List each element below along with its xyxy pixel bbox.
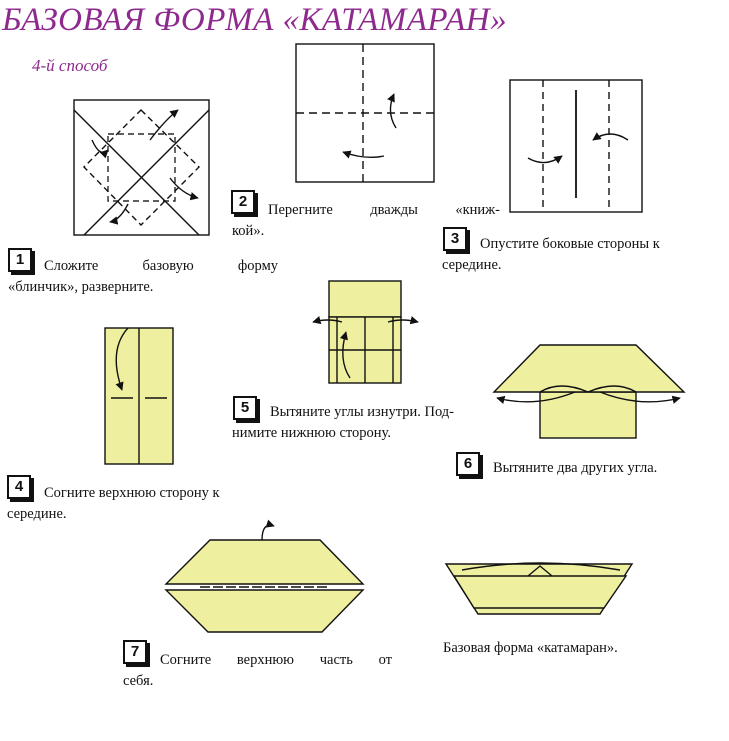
step-1-line-2: «блинчик», разверните. [8,279,154,295]
page-title: БАЗОВАЯ ФОРМА «КАТАМАРАН» [2,2,508,38]
step-1-figure [73,99,210,236]
step-5-line-2: нимите нижнюю сторону. [232,425,391,441]
step-number-4: 4 [7,475,31,499]
step-2-figure [295,43,435,183]
step-5-line-1: Вытяните углы изнутри. Под- [270,404,454,420]
step-number-2: 2 [231,190,255,214]
step-3-line-2: середине. [442,257,502,273]
step-4-figure [104,327,174,465]
step-number-7: 7 [123,640,147,664]
step-6-figure [492,344,686,439]
step-number-3: 3 [443,227,467,251]
step-6-line-1: Вытяните два других угла. [493,460,658,476]
final-caption: Базовая форма «катамаран». [443,640,618,656]
step-number-5: 5 [233,396,257,420]
step-4-line-1: Согните верхнюю сторону к [44,485,220,501]
step-3-line-1: Опустите боковые стороны к [480,236,660,252]
method-subtitle: 4-й способ [32,56,108,75]
step-3-figure [509,79,643,213]
step-1-line-1: Сложите базовую форму [44,258,278,274]
step-2-line-1: Перегните дважды «книж- [268,202,500,218]
step-number-1: 1 [8,248,32,272]
final-figure [444,562,634,615]
step-7-line-2: себя. [123,673,154,689]
step-2-line-2: кой». [232,223,265,239]
step-7-line-1: Согните верхнюю часть от [160,652,392,668]
step-7-figure [164,519,365,633]
step-number-6: 6 [456,452,480,476]
step-4-line-2: середине. [7,506,67,522]
step-5-figure [312,280,419,384]
